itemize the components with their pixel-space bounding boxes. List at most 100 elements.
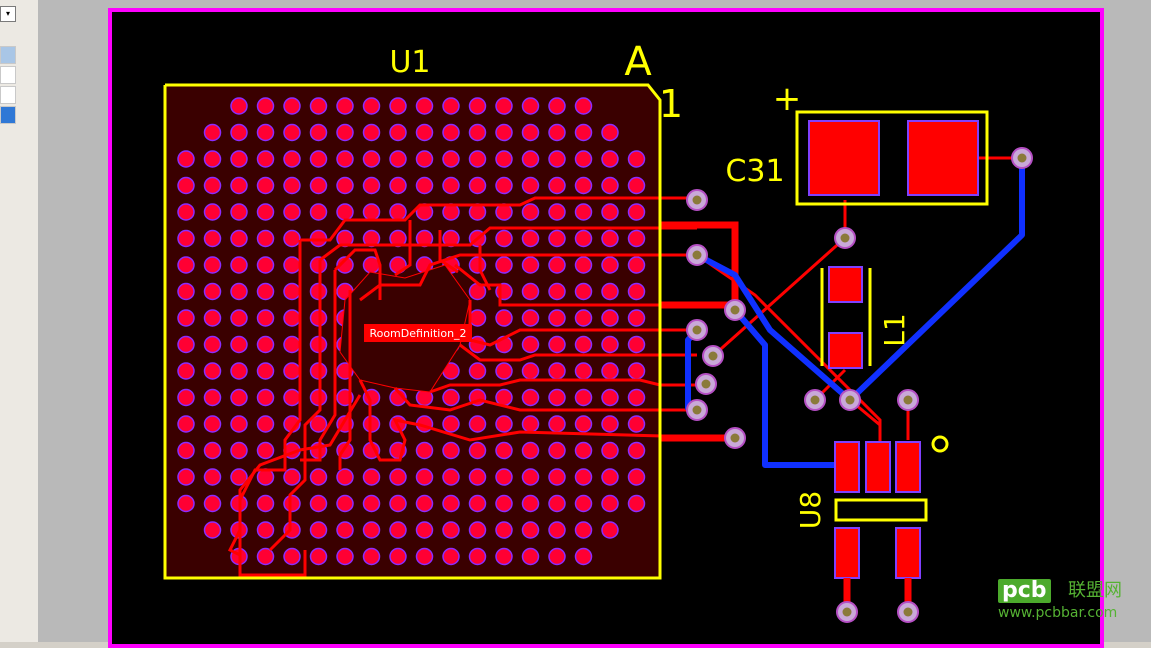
bga-pad[interactable] <box>283 468 301 486</box>
bga-pad[interactable] <box>548 123 566 142</box>
l1-pad-2[interactable] <box>828 332 863 369</box>
bga-pad[interactable] <box>283 362 301 380</box>
bga-pad[interactable] <box>627 388 646 407</box>
bga-pad[interactable] <box>256 203 275 221</box>
bga-pad[interactable] <box>495 256 513 274</box>
bga-pad[interactable] <box>495 176 513 195</box>
u8-pad-5[interactable] <box>895 527 921 579</box>
bga-pad[interactable] <box>601 468 619 486</box>
bga-pad[interactable] <box>521 309 540 327</box>
bga-pad[interactable] <box>627 256 646 274</box>
bga-pad[interactable] <box>601 441 619 460</box>
bga-pad[interactable] <box>442 547 460 566</box>
bga-pad[interactable] <box>256 150 275 168</box>
bga-pad[interactable] <box>442 123 460 142</box>
bga-pad[interactable] <box>442 97 460 115</box>
bga-pad[interactable] <box>548 468 566 486</box>
bga-pad[interactable] <box>468 468 487 486</box>
bga-pad[interactable] <box>574 203 593 221</box>
bga-pad[interactable] <box>177 388 195 407</box>
bga-pad[interactable] <box>309 176 328 195</box>
bga-pad[interactable] <box>230 441 248 460</box>
bga-pad[interactable] <box>309 123 328 142</box>
u8-pad-2[interactable] <box>865 441 891 493</box>
bga-pad[interactable] <box>574 335 593 354</box>
bga-pad[interactable] <box>203 256 222 274</box>
panel-list-item[interactable] <box>0 66 16 84</box>
bga-pad[interactable] <box>389 521 407 539</box>
bga-pad[interactable] <box>627 335 646 354</box>
bga-pad[interactable] <box>309 547 328 566</box>
bga-pad[interactable] <box>389 97 407 115</box>
bga-pad[interactable] <box>203 176 222 195</box>
bga-pad[interactable] <box>256 123 275 142</box>
bga-pad[interactable] <box>256 309 275 327</box>
bga-pad[interactable] <box>601 282 619 301</box>
bga-pad[interactable] <box>415 150 434 168</box>
bga-pad[interactable] <box>442 494 460 513</box>
bga-pad[interactable] <box>468 176 487 195</box>
bga-pad[interactable] <box>309 521 328 539</box>
bga-pad[interactable] <box>468 362 487 380</box>
bga-pad[interactable] <box>442 415 460 433</box>
bga-pad[interactable] <box>601 494 619 513</box>
bga-pad[interactable] <box>468 309 487 327</box>
bga-pad[interactable] <box>283 282 301 301</box>
bga-pad[interactable] <box>203 388 222 407</box>
bga-pad[interactable] <box>283 176 301 195</box>
u8-pad-4[interactable] <box>834 527 860 579</box>
bga-pad[interactable] <box>362 97 381 115</box>
bga-pad[interactable] <box>521 203 540 221</box>
bga-pad[interactable] <box>574 415 593 433</box>
bga-pad[interactable] <box>548 229 566 248</box>
bga-pad[interactable] <box>230 123 248 142</box>
bga-pad[interactable] <box>256 256 275 274</box>
bga-pad[interactable] <box>574 176 593 195</box>
bga-pad[interactable] <box>468 547 487 566</box>
bga-pad[interactable] <box>442 468 460 486</box>
bga-pad[interactable] <box>389 176 407 195</box>
bga-pad[interactable] <box>230 309 248 327</box>
bga-pad[interactable] <box>574 256 593 274</box>
bga-pad[interactable] <box>521 441 540 460</box>
bga-pad[interactable] <box>415 176 434 195</box>
bga-pad[interactable] <box>548 256 566 274</box>
bga-pad[interactable] <box>203 521 222 539</box>
bga-pad[interactable] <box>256 282 275 301</box>
bga-pad[interactable] <box>521 176 540 195</box>
bga-pad[interactable] <box>468 441 487 460</box>
bga-pad[interactable] <box>574 494 593 513</box>
bga-pad[interactable] <box>495 521 513 539</box>
bga-pad[interactable] <box>230 256 248 274</box>
bga-pad[interactable] <box>203 229 222 248</box>
bga-pad[interactable] <box>574 388 593 407</box>
bga-pad[interactable] <box>283 97 301 115</box>
bga-pad[interactable] <box>309 150 328 168</box>
bga-pad[interactable] <box>389 203 407 221</box>
bga-pad[interactable] <box>203 494 222 513</box>
bga-pad[interactable] <box>521 521 540 539</box>
panel-list-item-selected[interactable] <box>0 106 16 124</box>
bga-pad[interactable] <box>203 441 222 460</box>
bga-pad[interactable] <box>362 547 381 566</box>
bga-pad[interactable] <box>389 494 407 513</box>
bga-pad[interactable] <box>468 150 487 168</box>
bga-pad[interactable] <box>283 229 301 248</box>
bga-pad[interactable] <box>256 547 275 566</box>
bga-pad[interactable] <box>336 176 354 195</box>
bga-pad[interactable] <box>521 335 540 354</box>
bga-pad[interactable] <box>336 494 354 513</box>
bga-pad[interactable] <box>468 123 487 142</box>
bga-pad[interactable] <box>601 335 619 354</box>
bga-pad[interactable] <box>336 521 354 539</box>
bga-pad[interactable] <box>601 229 619 248</box>
bga-pad[interactable] <box>309 468 328 486</box>
bga-pad[interactable] <box>230 229 248 248</box>
bga-pad[interactable] <box>336 123 354 142</box>
bga-pad[interactable] <box>627 203 646 221</box>
bga-pad[interactable] <box>574 468 593 486</box>
bga-pad[interactable] <box>495 123 513 142</box>
bga-pad[interactable] <box>230 415 248 433</box>
bga-pad[interactable] <box>203 203 222 221</box>
bga-pad[interactable] <box>362 176 381 195</box>
